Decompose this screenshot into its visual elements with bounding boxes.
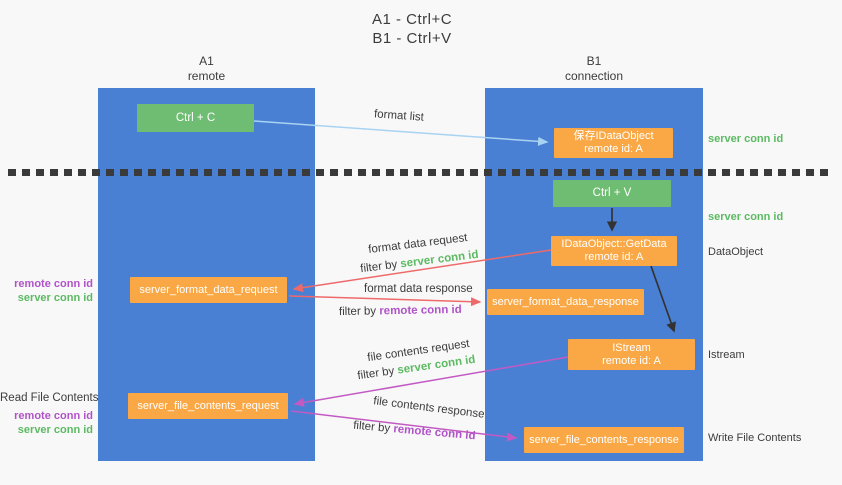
write-file-contents-label: Write File Contents	[708, 432, 802, 444]
istream-side-label: Istream	[708, 349, 745, 361]
ctrl-v-box: Ctrl + V	[553, 180, 671, 207]
column-b-role: connection	[564, 69, 624, 83]
server-conn-id-label-mid: server conn id	[708, 211, 784, 223]
column-a-role: remote	[187, 69, 226, 83]
server-file-contents-request-box: server_file_contents_request	[128, 393, 288, 419]
format-data-request-arrow	[292, 249, 552, 293]
sync-boundary-dotted-line	[8, 169, 834, 176]
server-conn-id-label: server conn id	[17, 292, 93, 304]
column-header-a1: A1 remote	[98, 54, 315, 84]
server-format-data-request-label: server_format_data_request	[139, 283, 278, 296]
server-format-data-request-box: server_format_data_request	[130, 277, 287, 303]
server-format-data-response-box: server_format_data_response	[487, 289, 644, 315]
getdata-title: IDataObject::GetData	[561, 238, 667, 250]
read-file-contents-label: Read File Contents	[0, 392, 99, 404]
istream-remote-id: remote id: A	[602, 354, 661, 367]
diagram-title: A1 - Ctrl+C B1 - Ctrl+V	[0, 10, 824, 48]
column-a-id: A1	[199, 54, 214, 68]
column-b-id: B1	[586, 54, 602, 68]
server-conn-id-label: server conn id	[17, 424, 93, 436]
dataobject-label: DataObject	[708, 246, 764, 258]
filter-by-text: filter by	[338, 305, 377, 319]
save-idataobject-remote-id: remote id: A	[584, 143, 643, 155]
read-file-contents-label-wrap: Read File Contents	[0, 391, 99, 405]
ctrl-v-label: Ctrl + V	[592, 187, 632, 199]
istream-box: IStream remote id: A	[568, 339, 695, 370]
remote-conn-id-label: remote conn id	[14, 410, 93, 422]
getdata-to-istream-arrow	[650, 265, 676, 333]
server-file-contents-response-box: server_file_contents_response	[524, 427, 684, 453]
left-conn-id-pair-file: remote conn id server conn id	[0, 409, 93, 437]
ctrl-c-label: Ctrl + C	[175, 111, 216, 124]
file-contents-response-arrow	[290, 410, 518, 442]
remote-conn-id-keyword: remote conn id	[379, 303, 462, 318]
save-idataobject-box: 保存IDataObject remote id: A	[554, 128, 673, 158]
file-contents-request-arrow	[293, 356, 569, 407]
format-list-arrow	[253, 120, 549, 146]
save-idataobject-title: 保存IDataObject	[573, 130, 654, 142]
filter-by-remote-conn-id-label-1: filter by remote conn id	[339, 304, 462, 318]
server-file-contents-response-label: server_file_contents_response	[529, 433, 679, 446]
ctrl-c-box: Ctrl + C	[137, 104, 254, 132]
format-data-response-arrow	[288, 295, 482, 307]
istream-title: IStream	[612, 341, 651, 354]
remote-conn-id-label: remote conn id	[14, 278, 93, 290]
format-data-response-label: format data response	[364, 283, 473, 295]
server-file-contents-request-label: server_file_contents_request	[137, 399, 279, 412]
title-line-b1: B1 - Ctrl+V	[372, 30, 452, 47]
server-conn-id-label-top: server conn id	[708, 133, 784, 145]
idataobject-getdata-box: IDataObject::GetData remote id: A	[551, 236, 677, 266]
getdata-remote-id: remote id: A	[584, 251, 644, 263]
server-format-data-response-label: server_format_data_response	[492, 295, 639, 308]
left-conn-id-pair-format: remote conn id server conn id	[0, 277, 93, 305]
column-header-b1: B1 connection	[485, 54, 703, 84]
title-line-a1: A1 - Ctrl+C	[371, 11, 453, 28]
